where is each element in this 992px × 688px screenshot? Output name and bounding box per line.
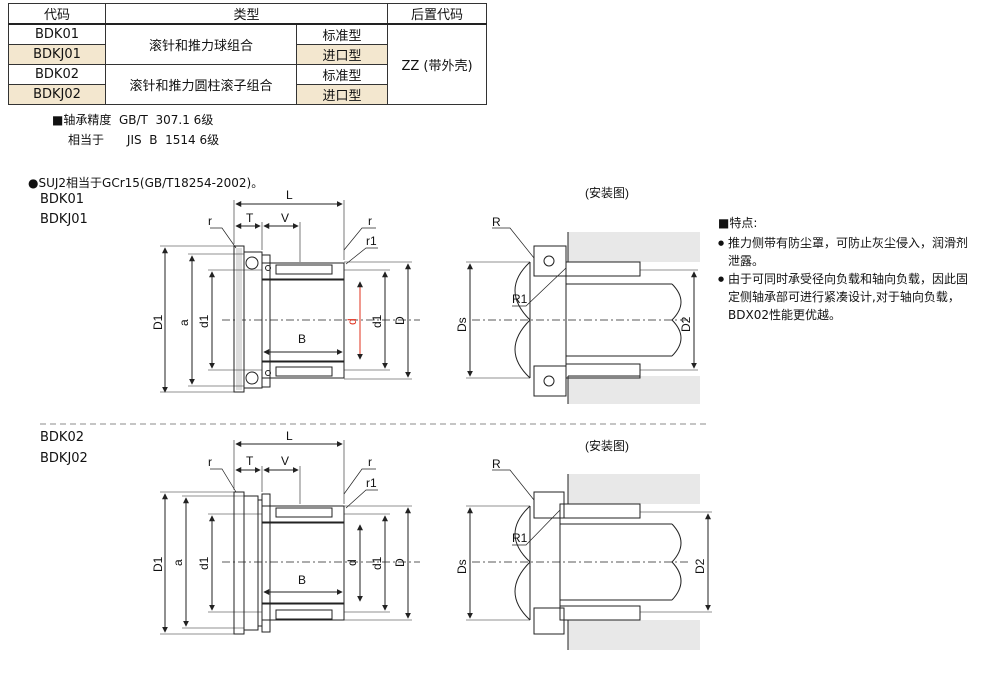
dim-R-2: R bbox=[492, 457, 501, 471]
features-title: ■特点: bbox=[718, 216, 758, 230]
dim-V: V bbox=[281, 211, 289, 225]
diagram2-labels: L T V r r r1 B D1 a d1 d d1 D bbox=[151, 429, 407, 587]
dim-D2-2: D2 bbox=[693, 558, 707, 574]
precision-note: ■轴承精度 GB/T 307.1 6级 bbox=[52, 111, 213, 128]
material-note: ●SUJ2相当于GCr15(GB/T18254-2002)。 bbox=[28, 176, 264, 190]
spec-table: 代码 类型 后置代码 BDK01 滚针和推力球组合 标准型 ZZ (带外壳) B… bbox=[8, 3, 487, 105]
dim-r-right: r bbox=[368, 214, 372, 228]
dim-D-2: D bbox=[393, 558, 407, 567]
table-header-row: 代码 类型 后置代码 bbox=[8, 3, 487, 25]
diagram2-bearing bbox=[160, 440, 420, 635]
dim-r-right-2: r bbox=[368, 455, 372, 469]
diagram1-install: (安装图) bbox=[466, 185, 700, 404]
precision-value: GB/T 307.1 6级 bbox=[118, 113, 214, 127]
diagram2-code-b: BDKJ02 bbox=[40, 451, 88, 466]
dim-d: d bbox=[345, 318, 359, 325]
dim-L: L bbox=[286, 188, 293, 202]
dim-a: a bbox=[177, 319, 191, 326]
dim-L-2: L bbox=[286, 429, 293, 443]
suffix-cell: ZZ (带外壳) bbox=[387, 23, 487, 105]
dim-r-2: r bbox=[208, 455, 212, 469]
dim-R1: R1 bbox=[512, 292, 528, 306]
dim-d1-right: d1 bbox=[370, 314, 384, 328]
row-variant: 进口型 bbox=[296, 44, 388, 65]
diagram2-code-a: BDK02 bbox=[40, 430, 84, 445]
dim-T-2: T bbox=[246, 454, 254, 468]
feature-item-2: 由于可同时承受径向负载和轴向负载，因此固定侧轴承部可进行紧凑设计,对于轴向负载，… bbox=[718, 270, 978, 324]
equivalent-note: 相当于 JIS B 1514 6级 bbox=[68, 131, 219, 148]
diagram1-code-b: BDKJ01 bbox=[40, 212, 88, 227]
dim-D1-2: D1 bbox=[151, 556, 165, 572]
dim-r: r bbox=[208, 214, 212, 228]
header-code: 代码 bbox=[8, 3, 106, 25]
row-variant: 标准型 bbox=[296, 23, 388, 45]
install-label-1: (安装图) bbox=[585, 185, 629, 200]
diagram1-bearing bbox=[160, 200, 420, 393]
row-code: BDKJ02 bbox=[8, 84, 106, 105]
equivalent-label: 相当于 bbox=[68, 133, 105, 147]
dim-R: R bbox=[492, 215, 501, 229]
dim-B-2: B bbox=[298, 573, 306, 587]
diagram1-labels: L T V r r r1 B D1 a d1 d d1 D bbox=[151, 188, 407, 346]
dim-D1: D1 bbox=[151, 314, 165, 330]
dim-d-2: d bbox=[345, 559, 359, 566]
dim-Ds-2: Ds bbox=[455, 559, 469, 574]
install-label-2: (安装图) bbox=[585, 438, 629, 453]
dim-d1: d1 bbox=[197, 314, 211, 328]
diagram1-install-labels: R R1 Ds D2 bbox=[455, 215, 693, 332]
precision-label: ■轴承精度 bbox=[52, 113, 112, 127]
table-row: BDK02 滚针和推力圆柱滚子组合 标准型 bbox=[8, 64, 487, 105]
dim-R1-2: R1 bbox=[512, 531, 528, 545]
dim-V-2: V bbox=[281, 454, 289, 468]
row-variant: 进口型 bbox=[296, 84, 388, 105]
features-panel: ■特点: 推力侧带有防尘罩，可防止灰尘侵入，润滑剂泄露。 由于可同时承受径向负载… bbox=[718, 214, 978, 324]
diagram2-install-labels: R R1 Ds D2 bbox=[455, 457, 707, 574]
dim-T: T bbox=[246, 211, 254, 225]
dim-D: D bbox=[393, 316, 407, 325]
dim-Ds: Ds bbox=[455, 317, 469, 332]
dim-r1: r1 bbox=[366, 234, 377, 248]
row-code: BDK02 bbox=[8, 64, 106, 85]
feature-item-1: 推力侧带有防尘罩，可防止灰尘侵入，润滑剂泄露。 bbox=[718, 234, 978, 270]
type-group-2: 滚针和推力圆柱滚子组合 bbox=[105, 64, 297, 105]
diagram1-code-a: BDK01 bbox=[40, 192, 84, 207]
dim-D2: D2 bbox=[679, 316, 693, 332]
type-group-1: 滚针和推力球组合 bbox=[105, 23, 297, 65]
dim-d1-right-2: d1 bbox=[370, 556, 384, 570]
header-suffix: 后置代码 bbox=[387, 3, 487, 25]
dim-d1-2: d1 bbox=[197, 556, 211, 570]
dim-a-2: a bbox=[171, 559, 185, 566]
dim-B: B bbox=[298, 332, 306, 346]
table-row: BDKJ02 进口型 bbox=[8, 84, 487, 105]
diagram2-install: (安装图) bbox=[466, 438, 712, 650]
table-row: BDK01 滚针和推力球组合 标准型 ZZ (带外壳) bbox=[8, 23, 487, 105]
dim-r1-2: r1 bbox=[366, 476, 377, 490]
equivalent-value: JIS B 1514 6级 bbox=[126, 133, 220, 147]
